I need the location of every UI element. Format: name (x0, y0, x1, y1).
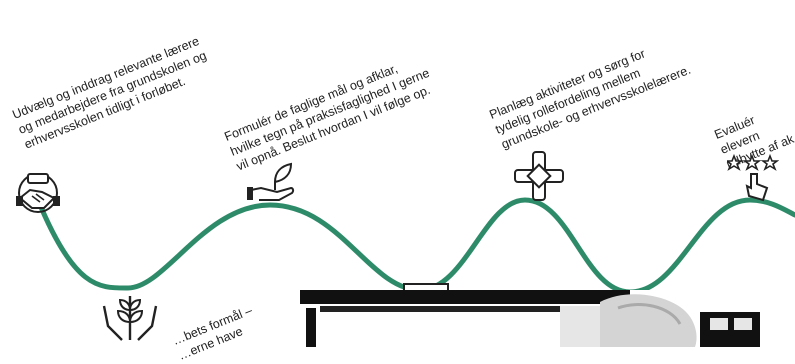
hands-plant-icon (100, 288, 160, 347)
handshake-circle-icon (14, 170, 62, 216)
process-diagram: Udvælg og inddrag relevante lærere og me… (0, 0, 795, 347)
joined-hands-icon (513, 150, 565, 202)
photo-image (300, 290, 795, 347)
stars-pointer-icon (727, 152, 779, 202)
wave-curve (38, 200, 795, 292)
overlay-photo (300, 290, 795, 347)
hand-sprout-icon (247, 160, 297, 202)
